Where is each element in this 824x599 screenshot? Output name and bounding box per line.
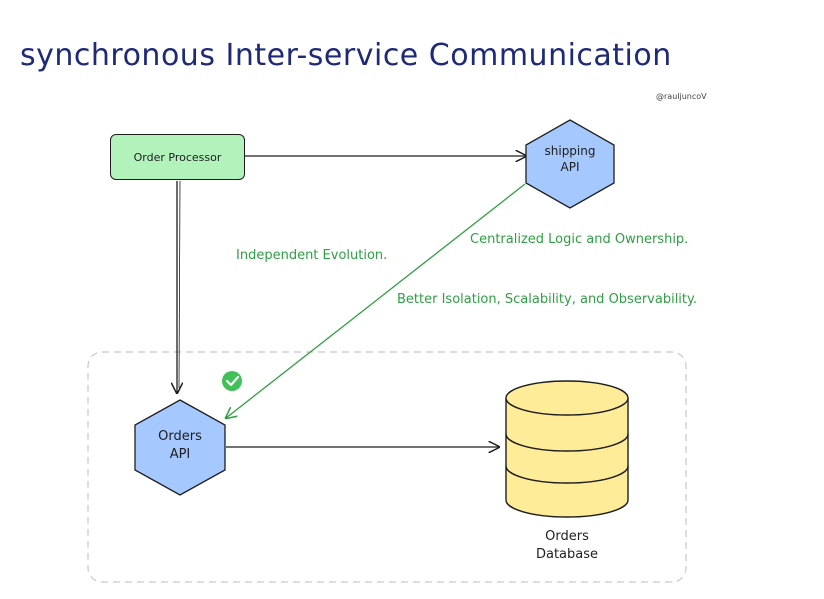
orders-database-label: Orders Database xyxy=(535,529,599,562)
note-centralized-logic: Centralized Logic and Ownership. xyxy=(470,232,689,247)
arrow-shipping-to-orders xyxy=(226,183,526,418)
order-processor-box: Order Processor xyxy=(110,134,245,180)
orders-api-hexagon xyxy=(134,399,226,496)
orders-api-label: Orders API xyxy=(158,429,202,462)
orders-database-cylinder xyxy=(505,380,629,518)
note-independent-evolution: Independent Evolution. xyxy=(236,248,388,263)
author-handle: @rauljuncoV xyxy=(656,92,707,101)
shipping-api-label: shipping API xyxy=(544,144,596,174)
page-title: synchronous Inter-service Communication xyxy=(20,38,672,73)
note-better-isolation: Better Isolation, Scalability, and Obser… xyxy=(397,292,697,307)
check-circle-icon xyxy=(222,371,242,391)
order-processor-label: Order Processor xyxy=(133,150,222,164)
shipping-api-hexagon xyxy=(525,119,615,209)
